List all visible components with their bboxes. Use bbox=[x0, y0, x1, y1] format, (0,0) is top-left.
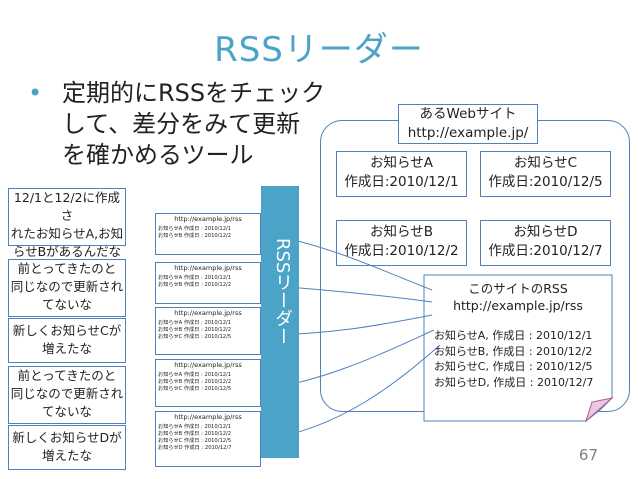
comment-line: てないな bbox=[41, 297, 92, 312]
feed-item: お知らせA 作成日 : 2010/12/1 bbox=[158, 226, 232, 232]
bullet-line: 定期的にRSSをチェック bbox=[62, 79, 326, 107]
website-url: http://example.jp/ bbox=[407, 125, 529, 141]
feed-item: お知らせC 作成日 : 2010/12/5 bbox=[158, 386, 232, 392]
comment-box-4: 前とってきたのと 同じなので更新され てないな bbox=[8, 366, 126, 424]
comment-line: 12/1と12/2に作成さ bbox=[13, 190, 121, 223]
feed-url: http://example.jp/rss bbox=[174, 215, 242, 223]
feed-url: http://example.jp/rss bbox=[174, 361, 242, 369]
rss-doc-url: http://example.jp/rss bbox=[453, 298, 583, 313]
rss-reader-label: RSSリーダー bbox=[272, 238, 293, 346]
notice-card-d: お知らせD 作成日:2010/12/7 bbox=[480, 220, 611, 266]
bullet-line: を確かめるツール bbox=[62, 141, 254, 169]
website-name: あるWebサイト bbox=[419, 106, 517, 122]
comment-line: 新しくお知らせDが bbox=[12, 430, 122, 445]
rss-doc-item: お知らせA, 作成日 : 2010/12/1 bbox=[434, 329, 593, 342]
feed-item: お知らせB 作成日 : 2010/12/2 bbox=[158, 282, 232, 288]
feed-item: お知らせA 作成日 : 2010/12/1 bbox=[158, 320, 232, 326]
notice-name: お知らせD bbox=[513, 224, 578, 240]
feed-item: お知らせA 作成日 : 2010/12/1 bbox=[158, 275, 232, 281]
notice-card-b: お知らせB 作成日:2010/12/2 bbox=[336, 220, 467, 266]
feed-snapshot-4: http://example.jp/rss お知らせA 作成日 : 2010/1… bbox=[155, 359, 261, 407]
notice-date: 作成日:2010/12/2 bbox=[344, 243, 459, 259]
comment-line: 前とってきたのと bbox=[17, 261, 117, 276]
comment-box-2: 前とってきたのと 同じなので更新され てないな bbox=[8, 259, 126, 317]
feed-item: お知らせA 作成日 : 2010/12/1 bbox=[158, 372, 232, 378]
feed-item: お知らせB 作成日 : 2010/12/2 bbox=[158, 233, 232, 239]
notice-date: 作成日:2010/12/5 bbox=[488, 174, 603, 190]
notice-name: お知らせC bbox=[513, 155, 578, 171]
page-number: 67 bbox=[578, 446, 598, 464]
bullet-dot: • bbox=[28, 79, 43, 107]
notice-name: お知らせB bbox=[370, 224, 433, 240]
feed-item: お知らせC 作成日 : 2010/12/5 bbox=[158, 334, 232, 340]
comment-box-5: 新しくお知らせDが 増えたな bbox=[8, 425, 126, 470]
feed-url: http://example.jp/rss bbox=[174, 264, 242, 272]
bullet-line: して、差分をみて更新 bbox=[62, 110, 301, 138]
notice-card-a: お知らせA 作成日:2010/12/1 bbox=[336, 151, 467, 197]
feed-item: お知らせD 作成日 : 2010/12/7 bbox=[158, 445, 232, 451]
comment-line: 前とってきたのと bbox=[17, 368, 117, 383]
rss-doc-item: お知らせB, 作成日 : 2010/12/2 bbox=[434, 344, 593, 358]
comment-line: 同じなので更新され bbox=[10, 279, 124, 294]
notice-date: 作成日:2010/12/1 bbox=[344, 174, 459, 190]
comment-box-1: 12/1と12/2に作成さ れたお知らせA,お知 らせBがあるんだな bbox=[8, 188, 126, 259]
comment-line: れたお知らせA,お知 bbox=[10, 226, 124, 241]
notice-card-c: お知らせC 作成日:2010/12/5 bbox=[480, 151, 611, 197]
comment-line: 増えたな bbox=[41, 448, 92, 463]
rss-doc-item: お知らせC, 作成日 : 2010/12/5 bbox=[434, 360, 593, 373]
notice-name: お知らせA bbox=[370, 155, 433, 171]
feed-snapshot-5: http://example.jp/rss お知らせA 作成日 : 2010/1… bbox=[155, 411, 261, 467]
comment-line: 同じなので更新され bbox=[10, 386, 124, 401]
feed-item: お知らせB 作成日 : 2010/12/2 bbox=[158, 327, 232, 333]
rss-doc-title: このサイトのRSS bbox=[468, 281, 568, 296]
feed-url: http://example.jp/rss bbox=[174, 309, 242, 317]
rss-document-fold bbox=[584, 397, 614, 423]
rss-document-shape bbox=[423, 274, 613, 422]
feed-snapshot-1: http://example.jp/rss お知らせA 作成日 : 2010/1… bbox=[155, 213, 261, 255]
feed-snapshot-3: http://example.jp/rss お知らせA 作成日 : 2010/1… bbox=[155, 307, 261, 355]
rss-doc-item: お知らせD, 作成日 : 2010/12/7 bbox=[434, 375, 594, 389]
comment-line: 新しくお知らせCが bbox=[12, 323, 122, 338]
feed-snapshot-2: http://example.jp/rss お知らせA 作成日 : 2010/1… bbox=[155, 262, 261, 304]
feed-url: http://example.jp/rss bbox=[174, 413, 242, 421]
feed-item: お知らせB 作成日 : 2010/12/2 bbox=[158, 379, 232, 385]
feed-item: お知らせC 作成日 : 2010/12/5 bbox=[158, 438, 232, 444]
rss-reader-bar: RSSリーダー bbox=[261, 186, 299, 458]
slide-title: RSSリーダー bbox=[214, 30, 424, 70]
feed-item: お知らせA 作成日 : 2010/12/1 bbox=[158, 424, 232, 430]
rss-document: このサイトのRSS http://example.jp/rss お知らせA, 作… bbox=[430, 280, 606, 390]
comment-line: らせBがあるんだな bbox=[12, 244, 122, 259]
website-label: あるWebサイト http://example.jp/ bbox=[398, 104, 538, 144]
feed-item: お知らせB 作成日 : 2010/12/2 bbox=[158, 431, 232, 437]
comment-line: 増えたな bbox=[41, 341, 92, 356]
comment-box-3: 新しくお知らせCが 増えたな bbox=[8, 318, 126, 363]
notice-date: 作成日:2010/12/7 bbox=[488, 243, 603, 259]
comment-line: てないな bbox=[41, 404, 92, 419]
